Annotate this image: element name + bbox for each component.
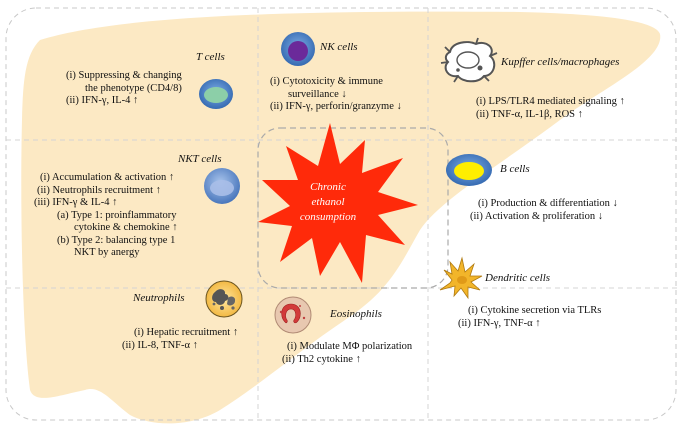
kupffer-effects: (i) LPS/TLR4 mediated signaling ↑ (ii) T… (476, 96, 625, 121)
effect-item: (ii) IFN-γ, perforin/granzyme ↓ (270, 101, 402, 112)
effect-item: (i) Modulate MΦ polarization (287, 341, 413, 352)
nkt-cells-title: NKT cells (178, 153, 222, 165)
effect-item: (i) Production & differentiation ↓ (478, 198, 618, 209)
effect-item: (ii) IFN-γ, TNF-α ↑ (458, 317, 541, 329)
effect-item: (a) Type 1: proinflammatory (57, 209, 177, 221)
effect-item: (b) Type 2: balancing type 1 (57, 234, 176, 246)
nk-cells-effects: (i) Cytotoxicity & immune surveillance ↓… (270, 76, 402, 114)
kupffer-cell-icon (440, 37, 498, 83)
neutrophils-effects: (i) Hepatic recruitment ↑ (ii) IL-8, TNF… (122, 327, 238, 352)
center-line: consumption (299, 211, 357, 223)
center-box (257, 127, 449, 289)
effect-item: (ii) Neutrophils recruitment ↑ (37, 184, 161, 196)
dendritic-title: Dendritic cells (485, 272, 551, 284)
t-cell-icon (199, 79, 233, 109)
effect-item: the phenotype (CD4/8) (85, 82, 182, 94)
effect-item: (i) Suppressing & changing (66, 70, 182, 81)
kupffer-title: Kupffer cells/macrophages (501, 56, 620, 68)
effect-item: NKT by anergy (74, 247, 140, 258)
effect-item: (i) LPS/TLR4 mediated signaling ↑ (476, 96, 625, 107)
center-line: ethanol (311, 196, 345, 208)
dendritic-cell-icon (439, 256, 483, 300)
t-cells-title: T cells (196, 51, 225, 63)
effect-item: (ii) IL-8, TNF-α ↑ (122, 339, 198, 351)
ethanol-burst (258, 123, 418, 283)
effect-item: (iii) IFN-γ & IL-4 ↑ (34, 197, 118, 208)
effect-item: surveillance ↓ (288, 88, 347, 100)
effect-item: (i) Hepatic recruitment ↑ (134, 327, 239, 338)
nkt-cells-effects: (i) Accumulation & activation ↑ (ii) Neu… (34, 172, 178, 260)
eosinophils-title: Eosinophils (330, 308, 382, 320)
b-cells-title: B cells (500, 163, 530, 175)
nk-cells-title: NK cells (320, 41, 358, 53)
eosinophil-icon (274, 296, 312, 334)
effect-item: (i) Cytokine secretion via TLRs (468, 305, 602, 316)
neutrophils-title: Neutrophils (133, 292, 185, 304)
neutrophil-icon (205, 280, 243, 318)
effect-item: (ii) TNF-α, IL-1β, ROS ↑ (476, 108, 583, 120)
effect-item: (ii) IFN-γ, IL-4 ↑ (66, 95, 139, 106)
effect-item: (i) Cytotoxicity & immune (270, 76, 383, 87)
b-cells-effects: (i) Production & differentiation ↓ (ii) … (470, 198, 618, 223)
center-label: Chronic ethanol consumption (288, 180, 368, 225)
dendritic-effects: (i) Cytokine secretion via TLRs (ii) IFN… (458, 305, 601, 330)
nk-cell-icon (281, 32, 315, 66)
t-cells-effects: (i) Suppressing & changing the phenotype… (66, 70, 182, 108)
b-cell-icon (446, 154, 492, 186)
effect-item: (ii) Activation & proliferation ↓ (470, 210, 603, 222)
effect-item: cytokine & chemokine ↑ (74, 222, 178, 233)
effect-item: (ii) Th2 cytokine ↑ (282, 353, 361, 365)
outer-border (5, 7, 677, 421)
effect-item: (i) Accumulation & activation ↑ (40, 172, 175, 183)
eosinophils-effects: (i) Modulate MΦ polarization (ii) Th2 cy… (282, 341, 412, 366)
nkt-cell-icon (204, 168, 240, 204)
center-line: Chronic (310, 181, 346, 193)
